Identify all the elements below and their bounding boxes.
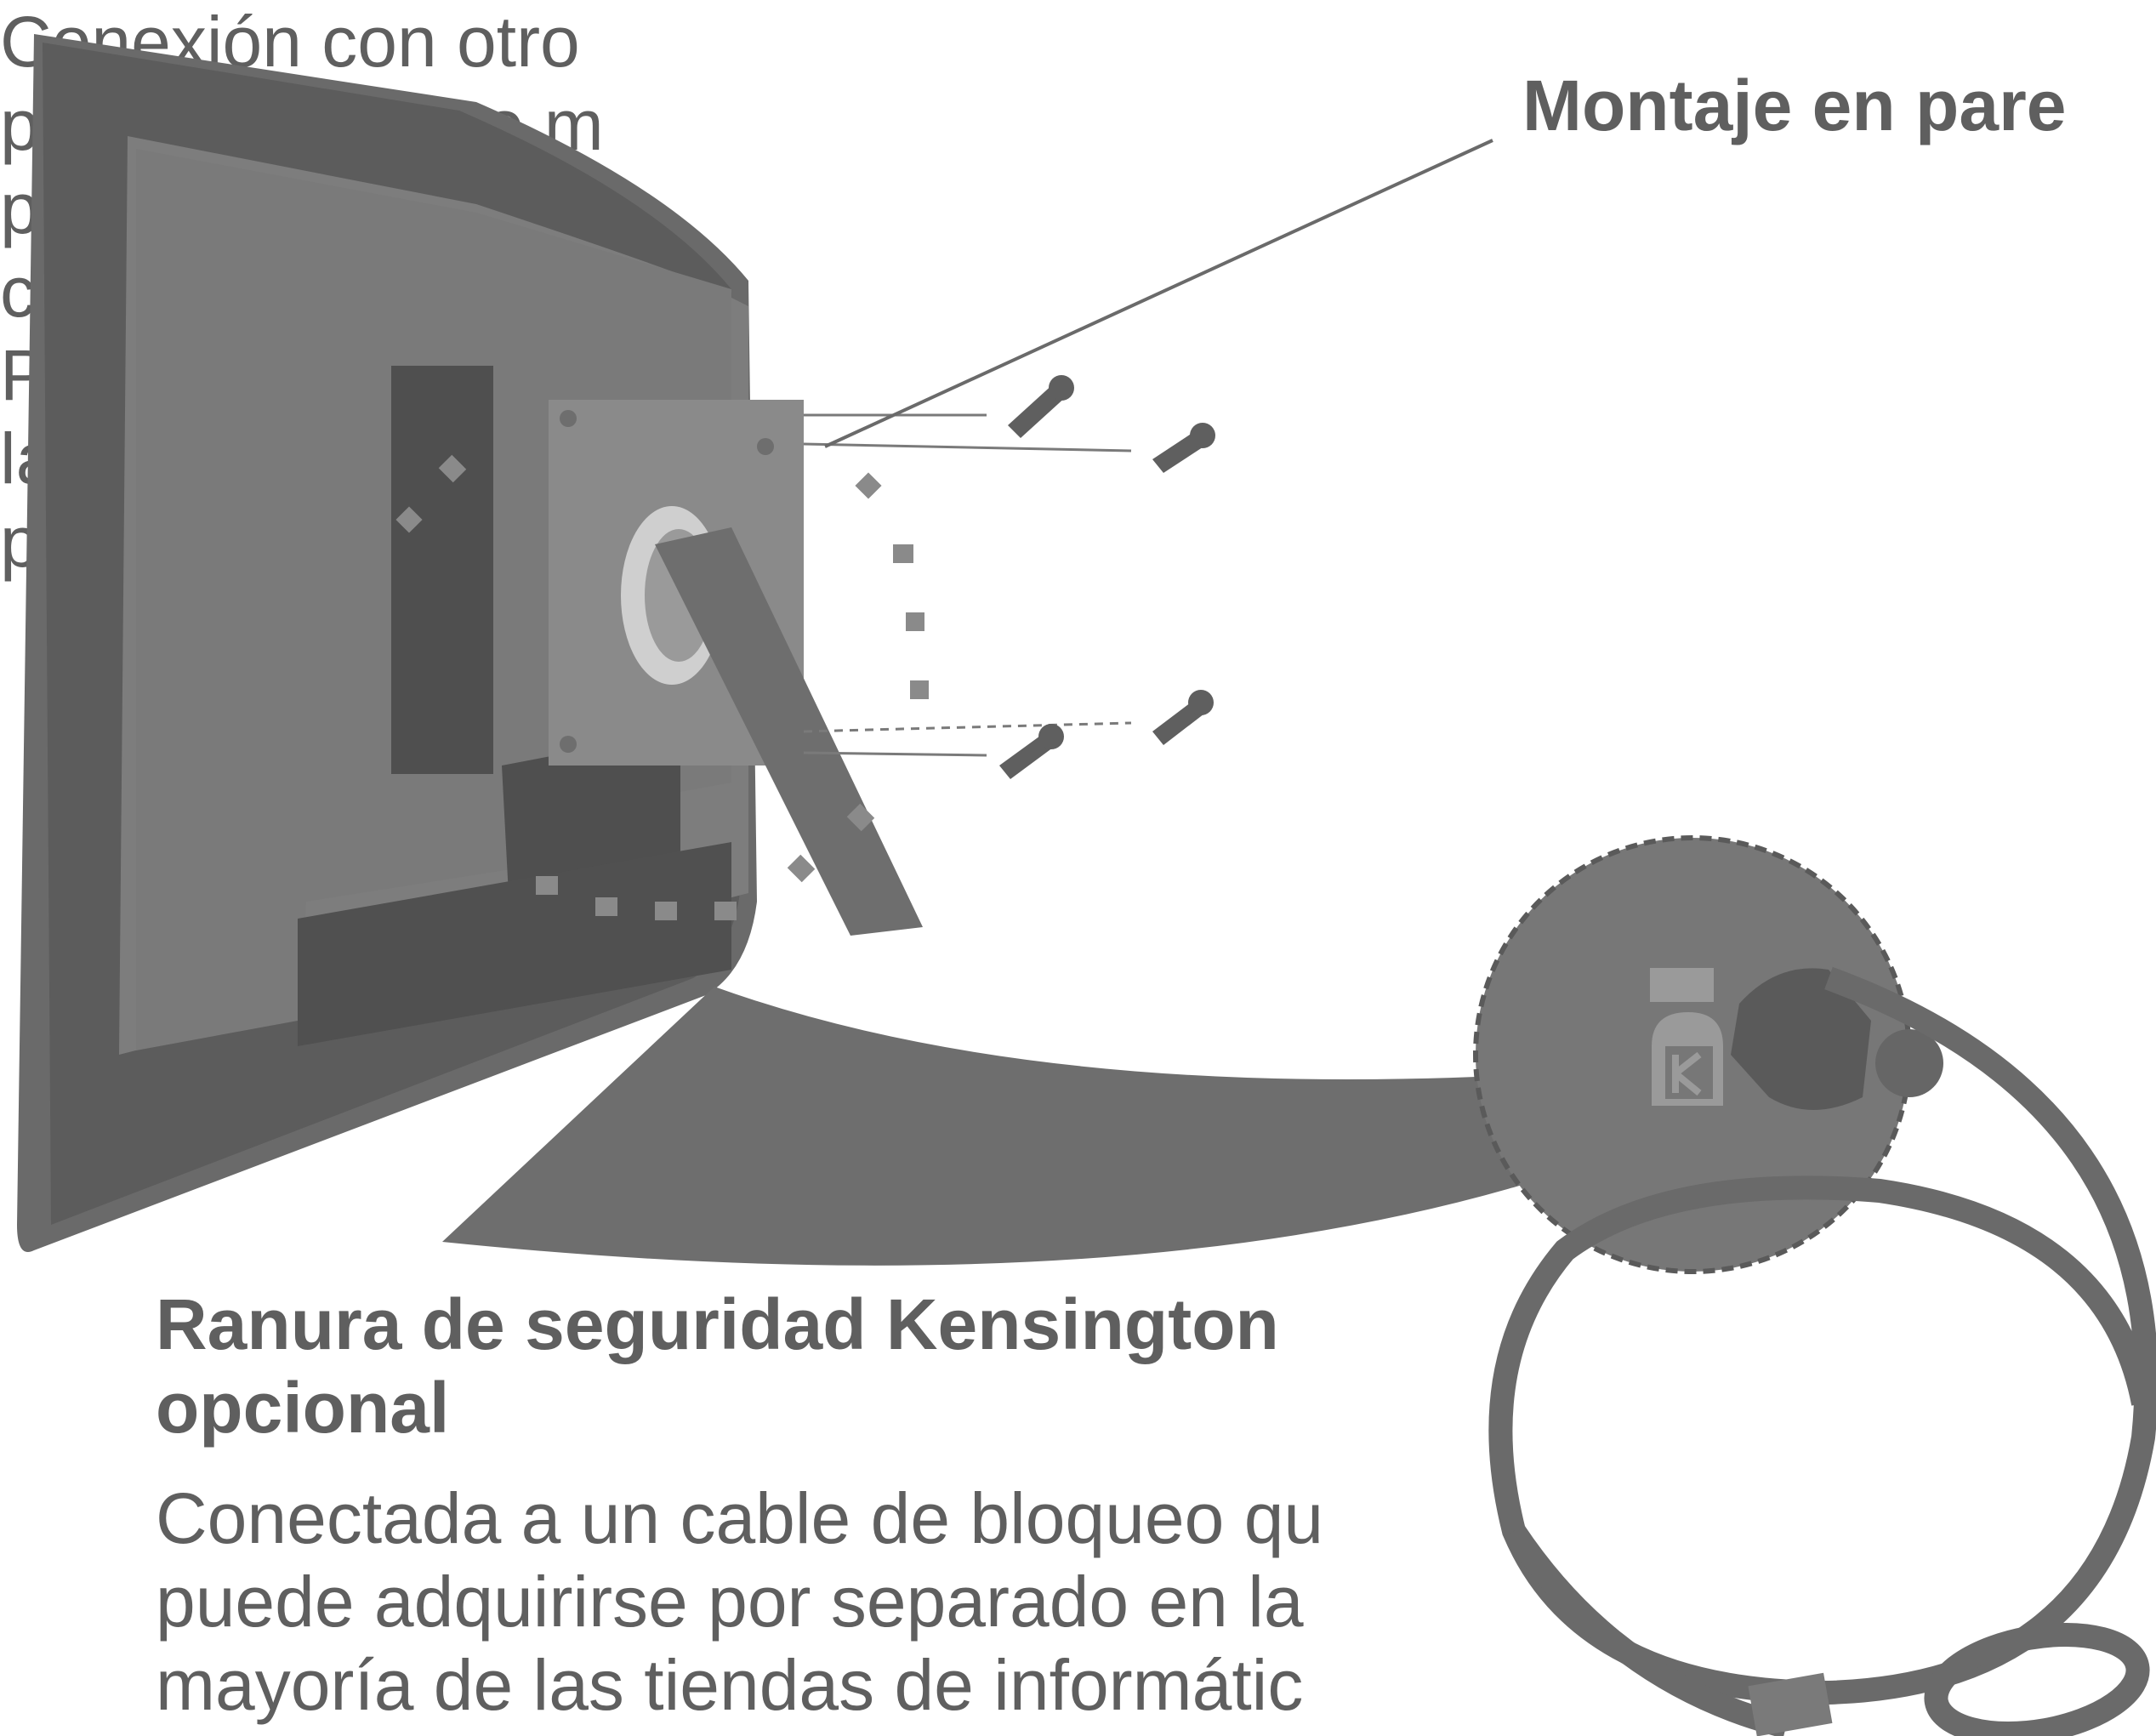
- monitor-back: [17, 34, 757, 1252]
- kensington-heading-line: opcional: [156, 1368, 450, 1448]
- kensington-line: mayoría de las tiendas de informátic: [156, 1645, 1304, 1725]
- lock-cable-icon: [1488, 966, 2156, 1736]
- vesa-plate: [549, 400, 923, 936]
- screw-guides: [803, 413, 1132, 757]
- wall-mount-heading: Montaje en pare: [1522, 65, 2067, 145]
- kensington-description: Conectada a un cable de bloqueo qu puede…: [156, 1477, 1323, 1727]
- screw-icon: [999, 375, 1215, 779]
- rotation-arrow-dots: [395, 454, 929, 920]
- kensington-lock-icon: [1473, 835, 1943, 1274]
- kensington-line: Conectada a un cable de bloqueo qu: [156, 1478, 1324, 1558]
- kensington-heading-line: Ranura de seguridad Kensington: [156, 1284, 1279, 1364]
- zoom-wedge: [442, 987, 1531, 1266]
- wall-mount-callout-line: [824, 139, 1493, 448]
- kensington-section: Ranura de seguridad Kensington opcional …: [156, 1283, 1323, 1727]
- kensington-line: puede adquirirse por separado en la: [156, 1562, 1304, 1642]
